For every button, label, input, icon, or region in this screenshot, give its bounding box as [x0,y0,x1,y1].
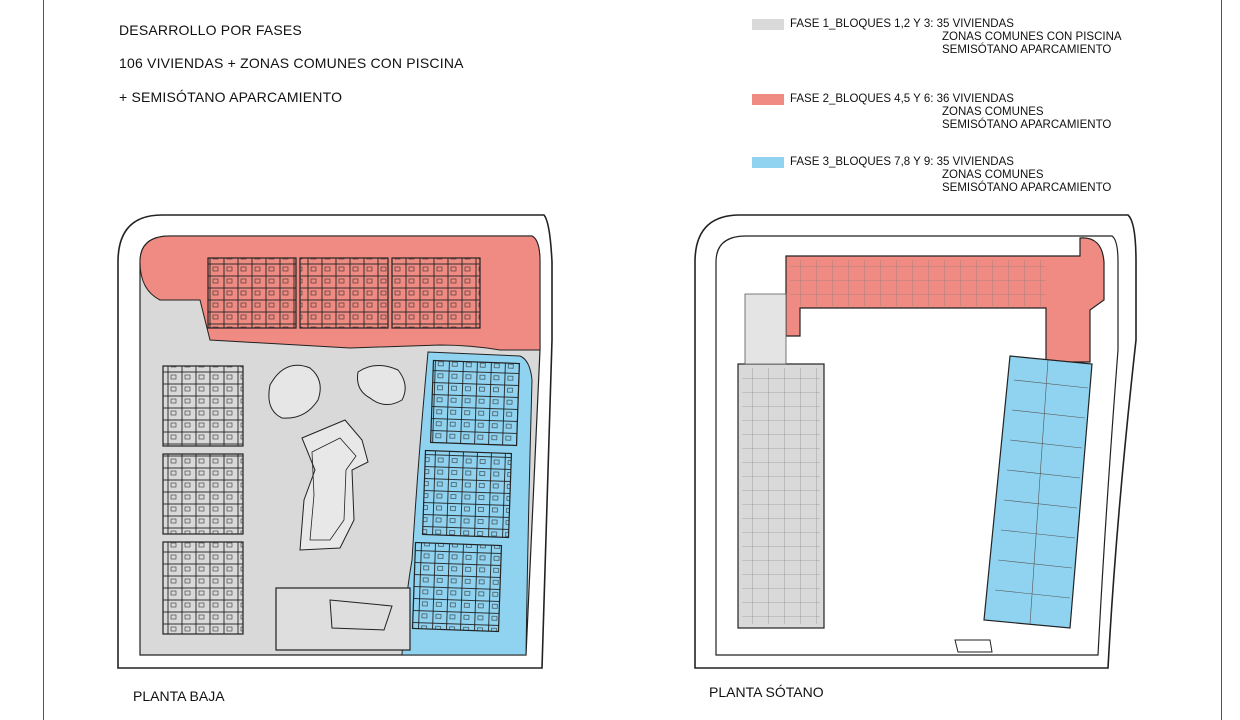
ground-block-1 [162,365,244,447]
legend-phase-2: FASE 2_BLOQUES 4,5 Y 6: 36 VIVIENDAS ZON… [752,93,1222,153]
legend-phase-3: FASE 3_BLOQUES 7,8 Y 9: 35 VIVIENDAS ZON… [752,156,1222,216]
ground-entrance-building [275,587,411,651]
ground-block-8 [421,449,513,539]
ground-block-2 [162,453,244,535]
legend-phase-2-label: FASE 2_BLOQUES 4,5 Y 6: 36 VIVIENDAS [790,93,1014,105]
basement-label: PLANTA SÓTANO [709,684,824,700]
subtitle-units: 106 VIVIENDAS + ZONAS COMUNES CON PISCIN… [119,55,464,71]
title: DESARROLLO POR FASES [119,22,302,38]
ground-entrance-detail [329,599,393,631]
legend-phase-1: FASE 1_BLOQUES 1,2 Y 3: 35 VIVIENDAS ZON… [752,18,1222,78]
ground-pool [309,437,357,541]
sheet-border-left [43,0,44,720]
legend-swatch-phase-1 [752,19,784,30]
ground-floor-plan [117,214,553,669]
basement-plot-outline [715,235,1119,656]
subtitle-parking: + SEMISÓTANO APARCAMIENTO [119,89,343,105]
legend-phase-2-sub1: ZONAS COMUNES [942,106,1044,118]
ground-block-4 [207,257,297,329]
basement-access-detail [954,639,993,653]
basement-ramp [744,293,787,365]
ground-block-3 [162,541,244,635]
basement-phase-3-grid [994,359,1089,625]
basement-plan [694,214,1137,669]
ground-block-5 [299,257,389,329]
ground-garden-bench [357,365,406,405]
basement-street-outline [694,214,1137,669]
sheet-border-right [1221,0,1222,720]
basement-phase-2-grid [790,260,1046,306]
legend-phase-3-sub1: ZONAS COMUNES [942,169,1044,181]
ground-pool-area [299,419,369,551]
basement-phase-1-grid [742,368,820,624]
legend-swatch-phase-2 [752,94,784,105]
ground-floor-label: PLANTA BAJA [133,688,225,704]
legend-swatch-phase-3 [752,157,784,168]
legend-phase-1-sub1: ZONAS COMUNES CON PISCINA [942,31,1122,43]
ground-street-outline [117,214,553,669]
ground-block-7 [429,359,521,447]
ground-block-6 [391,257,481,329]
legend-phase-3-sub2: SEMISÓTANO APARCAMIENTO [942,182,1112,194]
basement-phase-3-parking [983,355,1093,629]
legend-phase-1-sub2: SEMISÓTANO APARCAMIENTO [942,44,1112,56]
legend-phase-1-label: FASE 1_BLOQUES 1,2 Y 3: 35 VIVIENDAS [790,18,1014,30]
ground-playground [268,364,321,419]
legend-phase-3-label: FASE 3_BLOQUES 7,8 Y 9: 35 VIVIENDAS [790,156,1014,168]
legend-phase-2-sub2: SEMISÓTANO APARCAMIENTO [942,119,1112,131]
ground-block-9 [411,541,503,633]
